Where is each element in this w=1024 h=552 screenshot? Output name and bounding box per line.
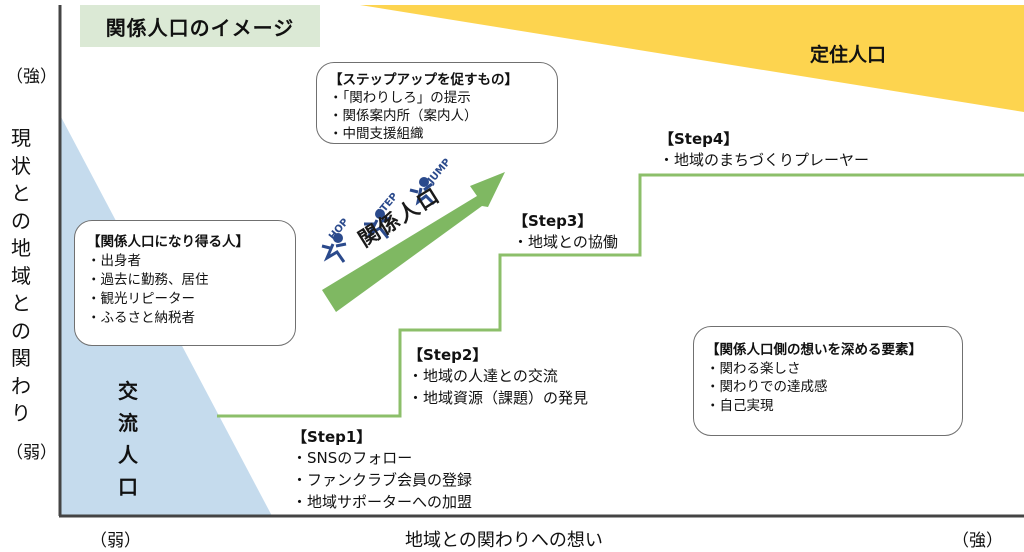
box-item: ・中間支援組織 <box>329 126 424 142</box>
step3-block: 【Step3】 ・地域との協働 <box>513 210 618 253</box>
step4-block: 【Step4】 ・地域のまちづくりプレーヤー <box>659 128 869 171</box>
y-axis-label: 現 状 と の 地 域 と の 関 わ り <box>11 126 31 425</box>
hop-runner-icon <box>321 233 347 263</box>
box-heading: 【関係人口になり得る人】 <box>87 234 249 250</box>
step-item: ・SNSのフォロー <box>292 449 413 467</box>
box-heading: 【関係人口側の想いを深める要素】 <box>706 342 922 358</box>
step-item: ・地域資源（課題）の発見 <box>408 389 589 407</box>
relation-arrow <box>322 172 505 312</box>
x-axis-label: 地域との関わりへの想い <box>405 530 603 551</box>
x-axis-strong-label: （強） <box>952 531 1003 551</box>
step-item: ・ファンクラブ会員の登録 <box>292 471 473 489</box>
step-heading: 【Step4】 <box>659 130 739 148</box>
staircase-line <box>217 173 1024 418</box>
y-axis-strong-label: （強） <box>6 67 57 87</box>
step-item: ・地域のまちづくりプレーヤー <box>659 151 870 169</box>
deepening-factors-box: 【関係人口側の想いを深める要素】 ・関わる楽しさ ・関わりでの達成感 ・自己実現 <box>693 326 963 436</box>
box-item: ・観光リピーター <box>87 291 195 307</box>
box-item: ・過去に勤務、居住 <box>87 272 209 288</box>
step-item: ・地域との協働 <box>513 233 618 251</box>
step1-block: 【Step1】 ・SNSのフォロー ・ファンクラブ会員の登録 ・地域サポーターへ… <box>292 426 472 513</box>
box-item: ・ふるさと納税者 <box>87 310 195 326</box>
step-heading: 【Step3】 <box>513 212 593 230</box>
box-item: ・関わりでの達成感 <box>706 379 828 395</box>
box-item: ・「関わりしろ」の提示 <box>329 90 471 106</box>
step-heading: 【Step1】 <box>292 428 372 446</box>
box-item: ・自己実現 <box>706 397 774 414</box>
jump-runner-icon <box>409 177 436 206</box>
step-item: ・地域サポーターへの加盟 <box>292 493 473 511</box>
step-up-promoters-box: 【ステップアップを促すもの】 ・「関わりしろ」の提示 ・関係案内所（案内人） ・… <box>316 62 558 144</box>
step2-block: 【Step2】 ・地域の人達との交流 ・地域資源（課題）の発見 <box>408 344 588 409</box>
y-axis-weak-label: （弱） <box>6 443 57 463</box>
step-item: ・地域の人達との交流 <box>408 367 558 385</box>
potential-relation-people-box: 【関係人口になり得る人】 ・出身者 ・過去に勤務、居住 ・観光リピーター ・ふる… <box>74 220 296 346</box>
box-item: ・出身者 <box>87 253 141 269</box>
settled-population-label: 定住人口 <box>810 44 887 66</box>
exchange-population-label: 交 流 人 口 <box>118 379 138 499</box>
diagram-title: 関係人口のイメージ <box>80 5 320 47</box>
box-item: ・関わる楽しさ <box>706 360 801 377</box>
step-runner-icon <box>364 209 391 239</box>
box-item: ・関係案内所（案内人） <box>329 108 478 124</box>
step-heading: 【Step2】 <box>408 346 488 364</box>
settled-population-region <box>360 5 1024 112</box>
x-axis-weak-label: （弱） <box>90 531 141 551</box>
box-heading: 【ステップアップを促すもの】 <box>329 72 518 88</box>
